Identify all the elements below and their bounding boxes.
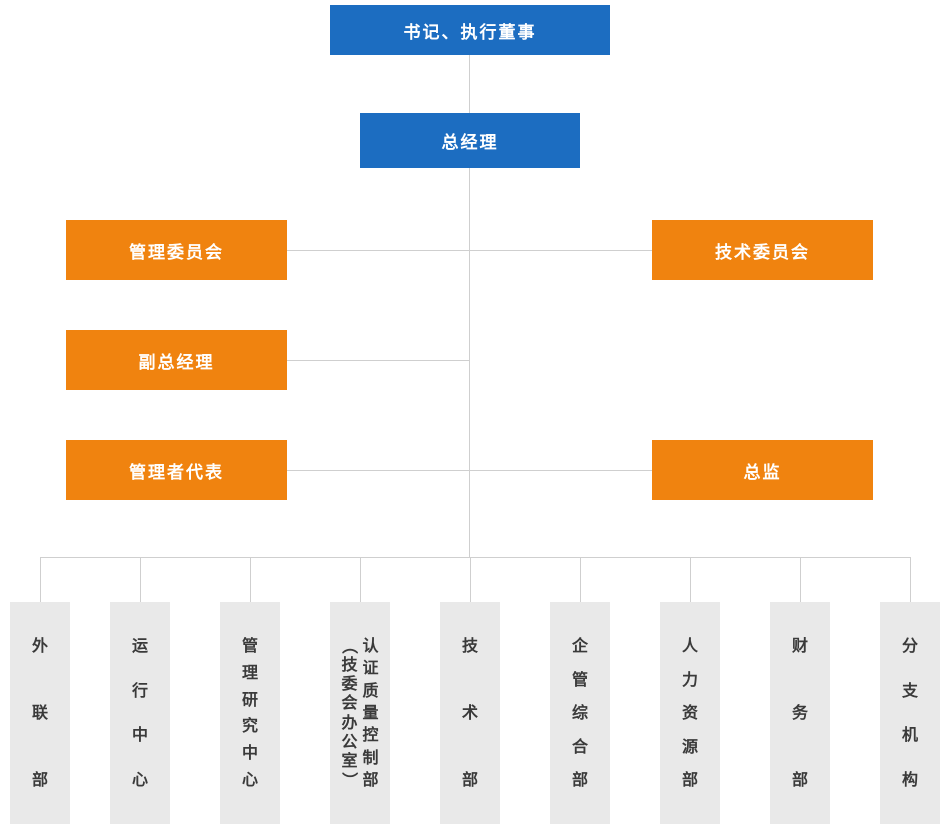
node-label: 管理委员会 <box>129 242 224 263</box>
dept-label: 企管综合部 <box>571 636 588 789</box>
node-chief-supervisor: 总监 <box>652 440 873 500</box>
dept-management-research-center: 管理研究中心 <box>220 602 280 824</box>
dept-label: 管理研究中心 <box>241 636 258 789</box>
dept-label: 外联部 <box>31 636 48 789</box>
dept-label: 运行中心 <box>131 636 148 789</box>
connector-row-3 <box>287 470 652 471</box>
dept-label: 技术部 <box>461 636 478 789</box>
node-technical-committee: 技术委员会 <box>652 220 873 280</box>
dept-enterprise-management: 企管综合部 <box>550 602 610 824</box>
dept-technical: 技术部 <box>440 602 500 824</box>
node-label: 总经理 <box>441 133 499 153</box>
connector-row-2 <box>287 360 470 361</box>
connector-drop-8 <box>800 557 801 602</box>
node-label: 技术委员会 <box>715 242 810 263</box>
connector-row-1 <box>287 250 652 251</box>
dept-external-liaison: 外联部 <box>10 602 70 824</box>
node-deputy-general-manager: 副总经理 <box>66 330 287 390</box>
dept-label: 认证质量控制部（技委会办公室） <box>340 636 379 789</box>
dept-label: 财务部 <box>791 636 808 789</box>
connector-drop-4 <box>360 557 361 602</box>
connector-drop-5 <box>470 557 471 602</box>
dept-label: 人力资源部 <box>681 636 698 789</box>
node-label: 书记、执行董事 <box>403 22 537 43</box>
connector-drop-3 <box>250 557 251 602</box>
connector-drop-1 <box>40 557 41 602</box>
node-secretary-executive-director: 书记、执行董事 <box>330 5 610 55</box>
dept-finance: 财务部 <box>770 602 830 824</box>
node-label: 总监 <box>743 462 782 483</box>
node-management-committee: 管理委员会 <box>66 220 287 280</box>
connector-spine <box>469 168 470 557</box>
connector-root-to-gm <box>469 55 470 113</box>
dept-branch-offices: 分支机构 <box>880 602 940 824</box>
connector-drop-2 <box>140 557 141 602</box>
node-label: 副总经理 <box>138 352 215 373</box>
connector-drop-6 <box>580 557 581 602</box>
connector-bus <box>40 557 911 558</box>
dept-human-resources: 人力资源部 <box>660 602 720 824</box>
node-label: 管理者代表 <box>129 462 224 483</box>
dept-operations-center: 运行中心 <box>110 602 170 824</box>
dept-certification-quality-control: 认证质量控制部（技委会办公室） <box>330 602 390 824</box>
connector-drop-9 <box>910 557 911 602</box>
node-general-manager: 总经理 <box>360 113 580 168</box>
connector-drop-7 <box>690 557 691 602</box>
node-management-representative: 管理者代表 <box>66 440 287 500</box>
dept-label: 分支机构 <box>901 636 918 789</box>
